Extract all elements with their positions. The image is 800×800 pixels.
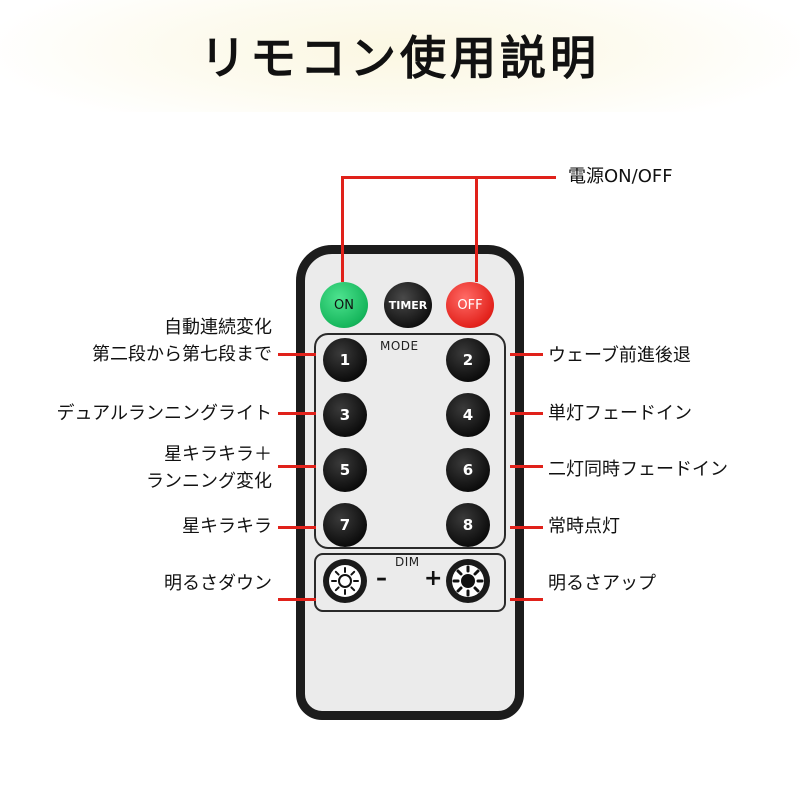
mode-panel [314,333,506,549]
dim-label: DIM [395,555,420,569]
mode-2-button[interactable]: 2 [446,338,490,382]
dim-down-button[interactable] [323,559,367,603]
power-leader-line-horizontal [341,176,556,179]
sun-dim-icon [329,565,361,597]
page-title: リモコン使用説明 [200,31,600,85]
mode-3-button[interactable]: 3 [323,393,367,437]
dim-up-label: 明るさアップ [548,573,656,594]
dim-panel [314,553,506,612]
dim-down-label: 明るさダウン [164,573,272,594]
mode-4-button[interactable]: 4 [446,393,490,437]
btn7-label: 星キラキラ [182,516,272,537]
btn5-label: 星キラキラ＋ ランニング変化 [146,444,272,492]
btn1-leader-line [278,353,316,356]
btn4-leader-line [510,412,543,415]
off-button[interactable]: OFF [446,282,494,328]
btn8-label: 常時点灯 [548,516,620,537]
btn6-leader-line [510,465,543,468]
btn1-label: 自動連続変化 第二段から第七段まで [92,317,272,365]
timer-button[interactable]: TIMER [384,282,432,328]
btn3-label: デュアルランニングライト [56,403,272,424]
mode-7-button[interactable]: 7 [323,503,367,547]
mode-5-button[interactable]: 5 [323,448,367,492]
btn2-leader-line [510,353,543,356]
power-off-leader-line [475,176,478,282]
btn3-leader-line [278,412,316,415]
power-on-leader-line [341,176,344,282]
mode-8-button[interactable]: 8 [446,503,490,547]
btn8-leader-line [510,526,543,529]
btn5-leader-line [278,465,316,468]
on-button[interactable]: ON [320,282,368,328]
dim-up-button[interactable] [446,559,490,603]
btn2-label: ウェーブ前進後退 [548,345,691,366]
mode-label: MODE [380,339,419,353]
dim-plus-sign: + [424,566,443,591]
power-label: 電源ON/OFF [568,166,673,187]
title-banner [0,0,800,112]
btn6-label: 二灯同時フェードイン [548,459,728,480]
dim-minus-sign: – [376,566,387,591]
dim-down-leader-line [278,598,316,601]
btn4-label: 単灯フェードイン [548,403,692,424]
mode-6-button[interactable]: 6 [446,448,490,492]
mode-1-button[interactable]: 1 [323,338,367,382]
dim-up-leader-line [510,598,543,601]
sun-bright-icon [452,565,484,597]
btn7-leader-line [278,526,316,529]
